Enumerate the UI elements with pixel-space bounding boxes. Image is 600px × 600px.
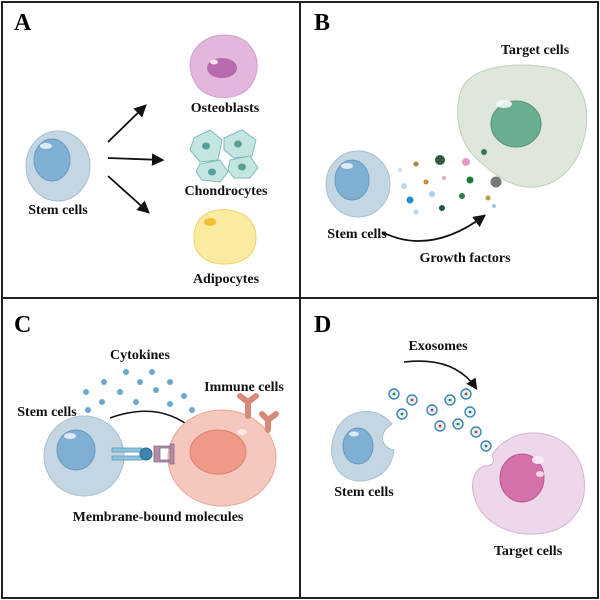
growth-factors-label: Growth factors — [419, 251, 511, 266]
target-cell-b — [457, 64, 588, 188]
exosome-vesicles — [388, 388, 492, 452]
exosome-arrow — [403, 360, 478, 390]
panel-d-letter: D — [314, 312, 331, 338]
panel-d: D Exosomes Stem cells — [314, 312, 585, 559]
membrane-bound-ligand-receptor — [111, 443, 175, 465]
stem-cell-a — [25, 130, 91, 202]
arrow-to-osteoblasts — [107, 104, 147, 143]
stem-cells-label-b: Stem cells — [327, 227, 387, 242]
stem-cell-c — [43, 415, 125, 497]
adipocytes-label: Adipocytes — [193, 272, 260, 287]
panel-b: B Target cells Stem cells — [314, 10, 588, 266]
adipocyte-cell — [193, 209, 257, 265]
chondrocyte-cells — [189, 129, 259, 183]
exosomes-label: Exosomes — [408, 339, 468, 354]
panel-c: C Cytokines Stem cells Immune cells — [14, 312, 284, 525]
osteoblasts-label: Osteoblasts — [191, 101, 260, 116]
panel-c-letter: C — [14, 312, 31, 338]
arrow-to-chondrocytes — [107, 153, 165, 166]
stem-cells-label-a: Stem cells — [28, 203, 88, 218]
panel-b-letter: B — [314, 10, 330, 36]
immune-cells-label: Immune cells — [204, 380, 284, 395]
exosome-surface-markers — [392, 392, 488, 448]
immune-cell-receptors — [237, 393, 279, 433]
cytokine-particles — [83, 369, 195, 413]
target-cell-d — [471, 432, 585, 535]
target-cells-label-d: Target cells — [494, 544, 563, 559]
membrane-bound-molecules-label: Membrane-bound molecules — [73, 510, 244, 525]
growth-factor-arrow — [381, 214, 487, 242]
panel-a-letter: A — [14, 10, 32, 36]
arrow-to-adipocytes — [107, 175, 150, 214]
stem-cells-label-d: Stem cells — [334, 485, 394, 500]
panel-a: A Stem cells Osteoblasts Chondrocytes — [14, 10, 268, 287]
stem-cell-b — [325, 150, 391, 218]
growth-factor-particles — [398, 149, 502, 215]
chondrocytes-label: Chondrocytes — [185, 184, 269, 199]
target-cells-label-b: Target cells — [501, 43, 570, 58]
osteoblast-cell — [189, 34, 258, 99]
stem-cells-label-c: Stem cells — [17, 405, 77, 420]
stem-cell-d — [331, 411, 395, 482]
cytokines-label: Cytokines — [110, 348, 170, 363]
immune-cell — [167, 409, 277, 507]
